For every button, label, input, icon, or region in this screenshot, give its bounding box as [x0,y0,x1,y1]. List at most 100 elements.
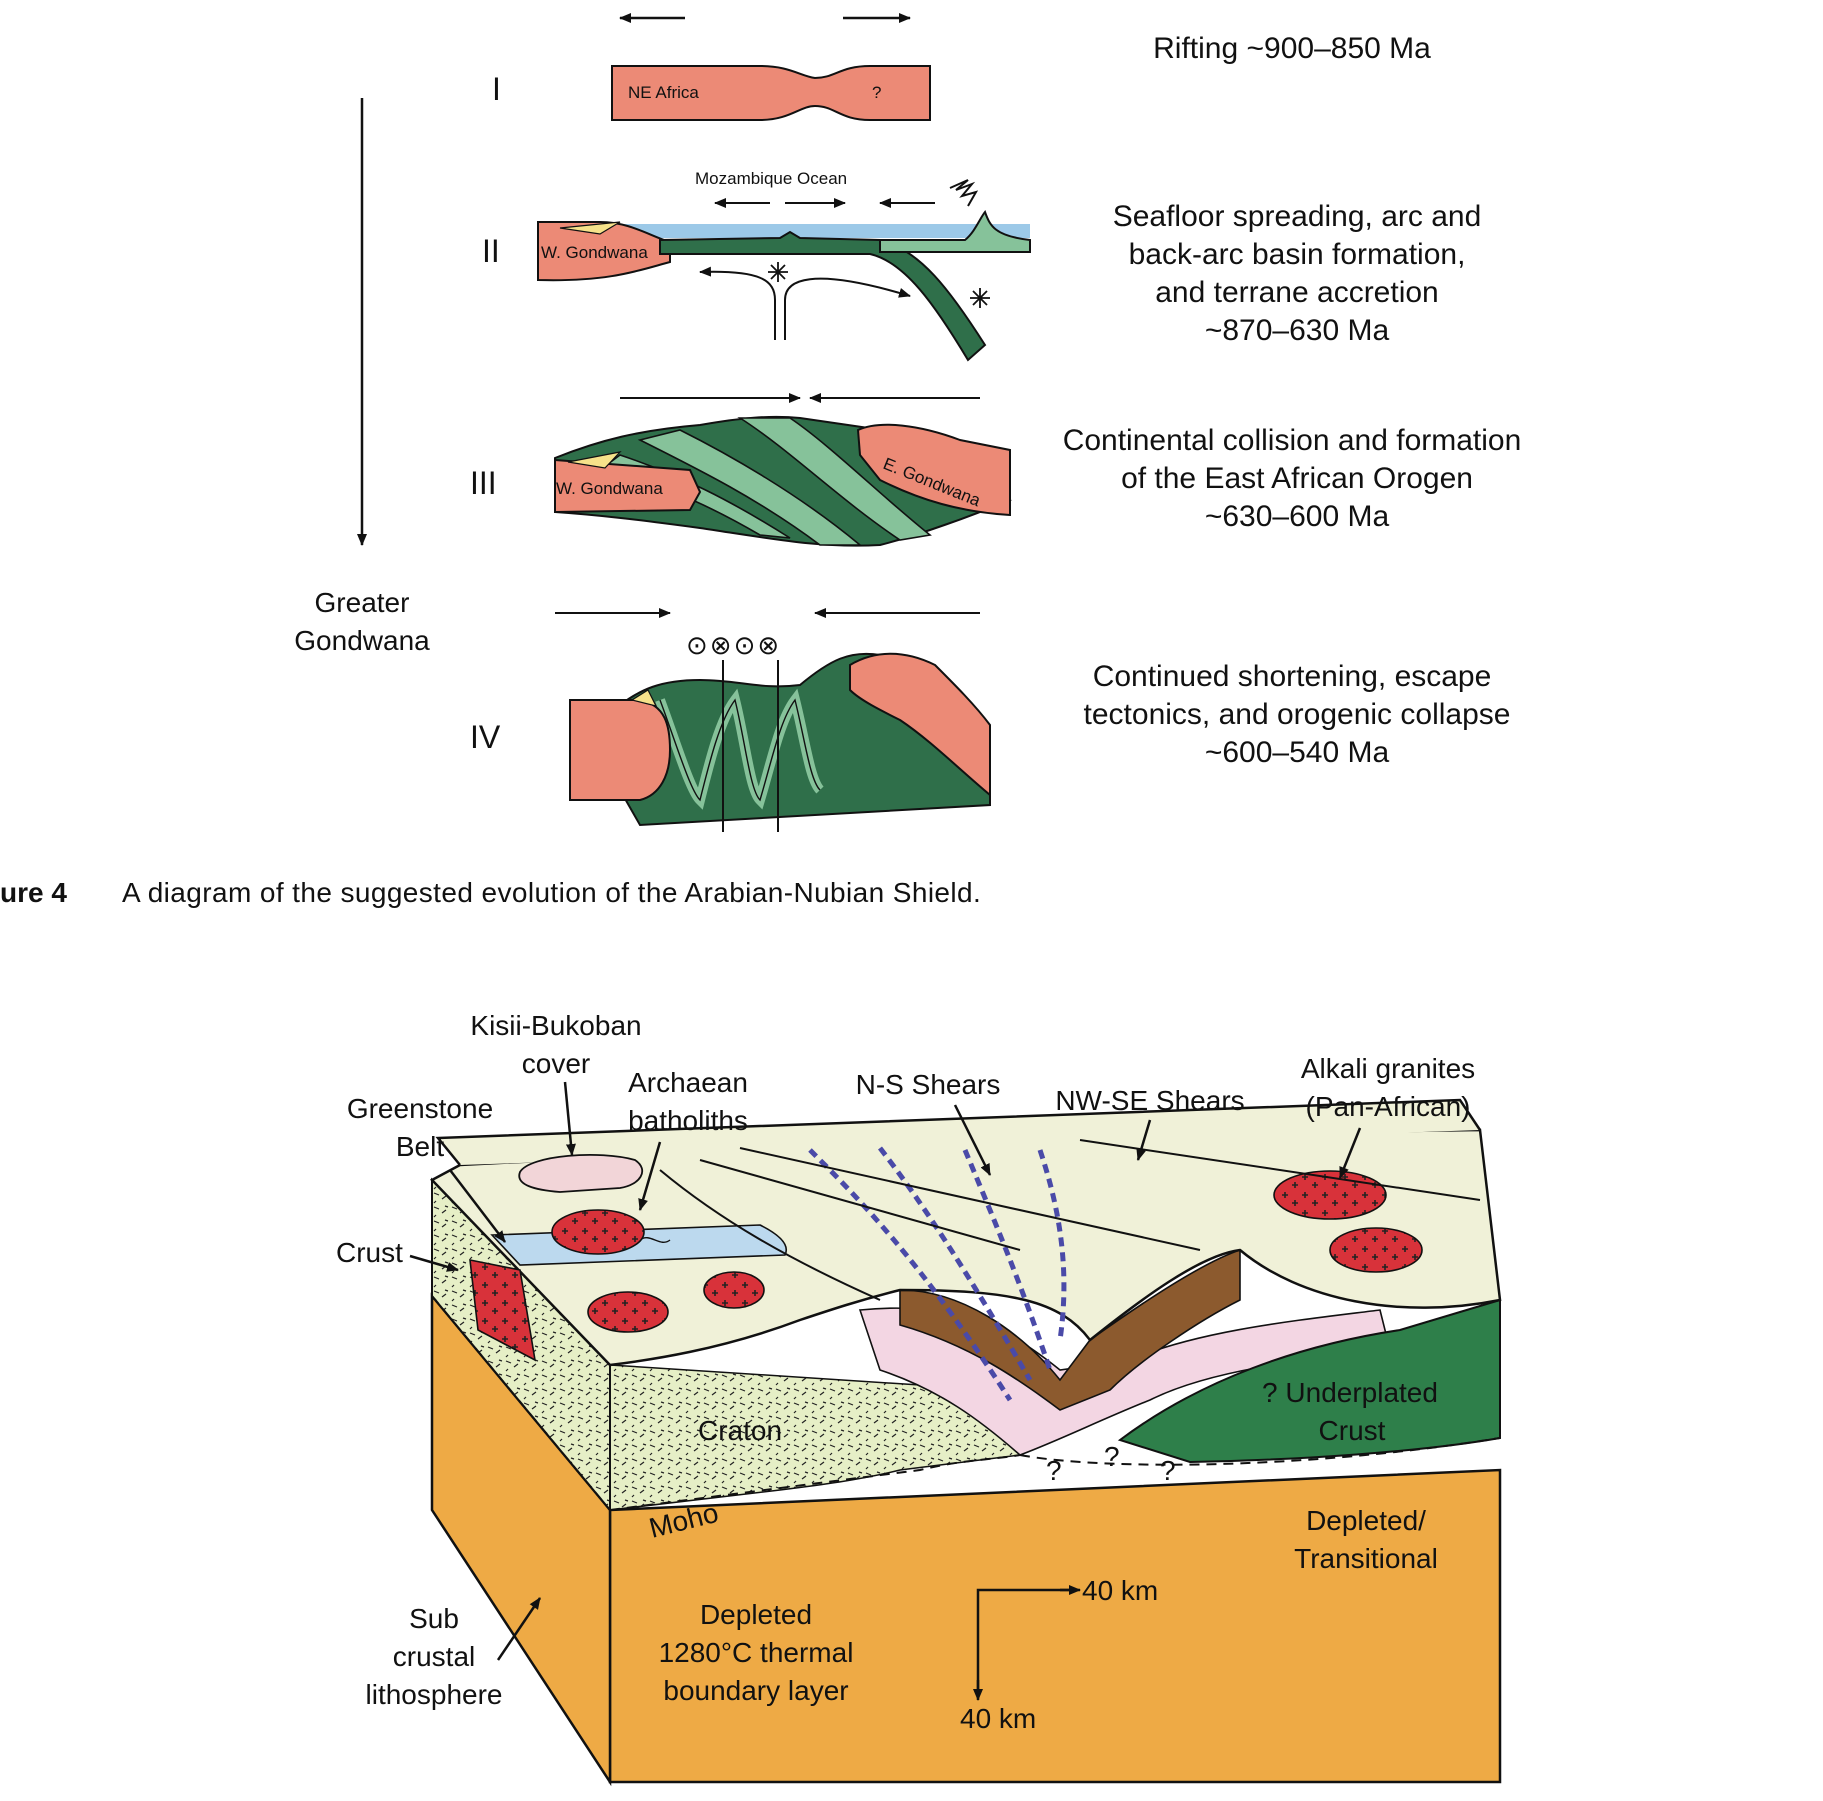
roman-iv: IV [470,719,501,755]
greenstone-pointer [449,1169,506,1243]
w-gondwana-tag-ii: W. Gondwana [541,243,648,262]
archaean-batholith-3 [703,1271,765,1309]
depleted-layer-label-1: Depleted [700,1599,812,1630]
stage2-label-line4: ~870–630 Ma [1205,314,1390,347]
archaean-pointer [638,1141,662,1211]
craton-label: Craton [698,1415,782,1446]
alkali-label-1: Alkali granites [1301,1053,1475,1084]
convection-left [699,266,776,340]
stage4-label-line3: ~600–540 Ma [1205,736,1390,769]
question-mark-2: ? [1104,1441,1120,1472]
kisii-pointer [563,1081,576,1156]
depleted-transitional-label-2: Transitional [1294,1543,1438,1574]
sub-crustal-label-1: Sub [409,1603,459,1634]
volcano-zigzag [949,179,979,207]
stage-3: W. Gondwana E. Gondwana III Continental … [470,393,1522,547]
crust-pointer [409,1254,459,1272]
moho-line [609,1454,1021,1511]
alkali-pointer [1338,1127,1362,1179]
stage1-label: Rifting ~900–850 Ma [1153,32,1431,65]
e-gondwana-block [856,423,1011,517]
stage4-label-line1: Continued shortening, escape [1093,660,1492,693]
scale-v-label: 40 km [960,1703,1036,1734]
sub-crustal-label-2: crustal [393,1641,475,1672]
underplated-label-1: ? Underplated [1262,1377,1438,1408]
underplated-label-2: Crust [1319,1415,1386,1446]
roman-ii: II [482,233,500,269]
figure-caption-text: A diagram of the suggested evolution of … [122,877,981,908]
moho-dashed-right [1019,1437,1501,1466]
greenstone-corner-granite [469,1259,537,1362]
figure-caption-number: ure 4 [0,877,67,908]
convection-right [784,277,911,340]
sediment-wedge-iii [567,451,622,469]
sediment-wedge-iv [630,689,658,707]
kisii-label-1: Kisii-Bukoban [470,1010,641,1041]
stage-2: Mozambique Ocean W. Gondwana [482,169,1482,362]
nwse-shears-pointer [1136,1119,1152,1161]
ns-shears-label: N-S Shears [856,1069,1001,1100]
roman-iii: III [470,465,497,501]
melt-star-1 [768,262,788,282]
kisii-bukoban-cover [518,1153,644,1193]
depleted-layer-label-3: boundary layer [663,1675,848,1706]
depleted-layer-label-2: 1280°C thermal [659,1637,854,1668]
left-continent-iv [569,699,672,801]
crust-label: Crust [336,1237,403,1268]
sub-crustal-label-3: lithosphere [366,1679,503,1710]
roman-i: I [492,71,501,107]
ne-africa-tag: NE Africa [628,83,699,102]
melt-star-2 [970,288,990,308]
nw-se-shear-lines [659,1139,1481,1301]
stage3-label-line2: of the East African Orogen [1121,462,1473,495]
greater-gondwana-label: Greater [315,587,410,618]
rifting-continent [611,65,931,121]
depleted-transitional-label-1: Depleted/ [1306,1505,1426,1536]
alkali-granite-1 [1273,1170,1387,1220]
ns-shears-pointer [953,1104,992,1176]
stage-1: NE Africa ? I Rifting ~900–850 Ma [492,13,1431,121]
arc-band-1 [637,429,863,546]
greater-gondwana-label-2: Gondwana [294,625,430,656]
question-mark-1: ? [1046,1455,1062,1486]
ns-shear-lines [808,1146,1067,1402]
stage3-label-line3: ~630–600 Ma [1205,500,1390,533]
archaean-batholith-1 [551,1209,645,1255]
scale-bar [976,1588,1075,1690]
stage2-label-line1: Seafloor spreading, arc and [1113,200,1482,233]
w-gondwana-block-ii [537,221,671,282]
greenstone-label-1: Greenstone [347,1093,493,1124]
figure-4: Greater Gondwana NE Africa ? I Rifting ~… [0,13,1522,908]
archaean-label-1: Archaean [628,1067,748,1098]
nwse-shears-label: NW-SE Shears [1055,1085,1244,1116]
sediment-wedge [559,221,621,235]
stage1-question-tag: ? [872,83,881,102]
w-gondwana-tag-iii: W. Gondwana [556,479,663,498]
ocean-layer [538,224,1030,238]
block-diagram: ? ? ? Kisii-Bukoban cover Archaean batho… [336,1010,1502,1787]
stage3-label-line1: Continental collision and formation [1063,424,1522,457]
sub-crustal-pointer [496,1597,542,1661]
right-continent-iv [849,652,991,798]
greenstone-label-2: Belt [396,1131,444,1162]
top-surface [429,1128,1502,1367]
volcanic-arc [879,210,1031,253]
archaean-batholith-2 [587,1291,669,1333]
archaean-label-2: batholiths [628,1105,748,1136]
arc-band-2 [737,417,932,541]
kisii-label-2: cover [522,1048,590,1079]
w-gondwana-block-iii [554,458,702,514]
stage-4: ⊙⊗⊙⊗ IV Continued shortening, escape tec… [470,608,1511,832]
alkali-granite-2 [1329,1227,1423,1273]
scale-h-label: 40 km [1082,1575,1158,1606]
moho-side-line [431,1295,611,1511]
top-back-edge [435,1098,1482,1166]
strike-slip-symbols: ⊙⊗⊙⊗ [686,630,781,660]
stage4-label-line2: tectonics, and orogenic collapse [1084,698,1511,731]
fold-outline [659,698,821,802]
question-mark-3: ? [1160,1455,1176,1486]
stage2-label-line3: and terrane accretion [1155,276,1439,309]
mozambique-ocean-tag: Mozambique Ocean [695,169,847,188]
alkali-label-2: (Pan-African) [1306,1091,1471,1122]
underplated-crust [1117,1298,1501,1464]
